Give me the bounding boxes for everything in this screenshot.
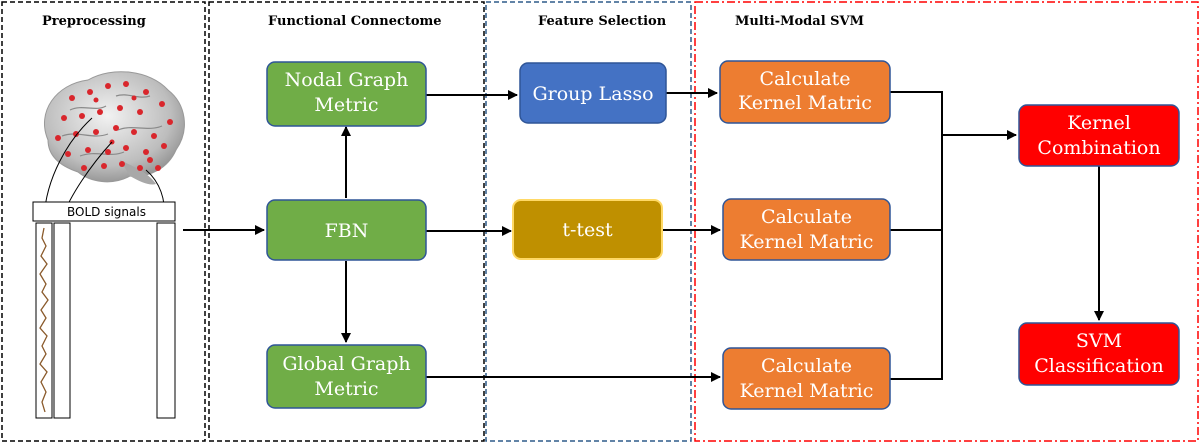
kernel-matric-label: Kernel Matric [738, 92, 872, 114]
kernel-matric-node-2: Calculate Kernel Matric [722, 198, 891, 261]
multi-modal-svm-header: Multi-Modal SVM [735, 14, 864, 29]
kernel-matric-node-1: Calculate Kernel Matric [719, 60, 891, 124]
svm-classification-node: SVM Classification [1018, 322, 1180, 386]
kernel-combination-label: Combination [1037, 137, 1160, 159]
kernel-matric-label: Calculate [761, 206, 852, 228]
kernel-combination-node: Kernel Combination [1018, 104, 1180, 167]
global-graph-metric-label: Global Graph [282, 353, 410, 375]
svm-classification-label: SVM [1076, 330, 1122, 352]
global-graph-metric-label: Metric [314, 378, 378, 400]
bold-signals-label: BOLD signals [67, 205, 146, 219]
kernel-combination-label: Kernel [1067, 112, 1131, 134]
ttest-label: t-test [562, 219, 613, 241]
global-graph-metric-node: Global Graph Metric [266, 344, 427, 409]
kernel-matric-label: Kernel Matric [740, 231, 874, 253]
fbn-label: FBN [325, 220, 369, 242]
nodal-graph-metric-node: Nodal Graph Metric [266, 61, 427, 127]
group-lasso-label: Group Lasso [532, 83, 653, 105]
preprocessing-header: Preprocessing [42, 14, 146, 29]
preprocessing-section [1, 1, 206, 442]
signal-column [156, 222, 176, 419]
functional-connectome-section [208, 1, 485, 442]
signal-column [53, 222, 71, 419]
ttest-node: t-test [512, 199, 663, 260]
brain-image [43, 71, 185, 185]
bold-signal-trace [39, 227, 49, 413]
group-lasso-node: Group Lasso [519, 62, 667, 124]
functional-connectome-header: Functional Connectome [268, 14, 442, 29]
kernel-matric-label: Kernel Matric [740, 380, 874, 402]
feature-selection-section [485, 1, 692, 442]
multi-modal-svm-section [694, 1, 1199, 442]
kernel-matric-label: Calculate [761, 355, 852, 377]
bold-signals-bar [32, 201, 176, 222]
nodal-graph-metric-label: Nodal Graph [285, 69, 409, 91]
kernel-matric-node-3: Calculate Kernel Matric [722, 347, 891, 410]
kernel-matric-label: Calculate [759, 68, 850, 90]
feature-selection-header: Feature Selection [538, 14, 667, 29]
nodal-graph-metric-label: Metric [314, 94, 378, 116]
fbn-node: FBN [266, 199, 427, 261]
svm-classification-label: Classification [1034, 355, 1164, 377]
